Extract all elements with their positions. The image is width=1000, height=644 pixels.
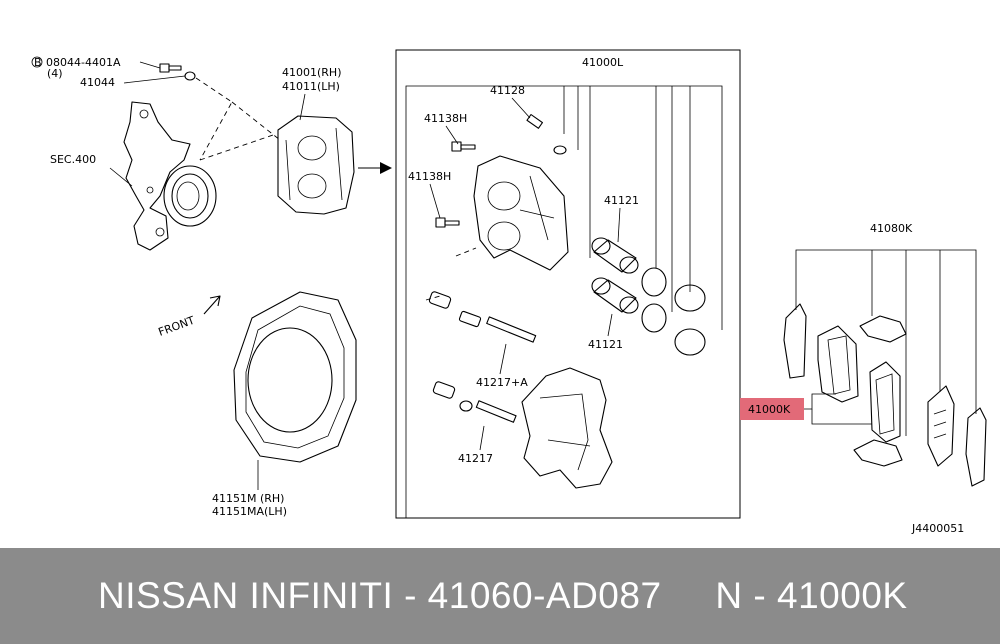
bolt-icon bbox=[159, 63, 182, 73]
footer-bar: NISSAN INFINITI - 41060-AD087 N - 41000K bbox=[0, 548, 1000, 644]
brake-pad-b-icon bbox=[869, 361, 901, 443]
label-bolt-a: 41138H bbox=[424, 112, 467, 125]
label-bolt-qty: (4) bbox=[47, 67, 63, 80]
torque-member-icon bbox=[521, 367, 613, 489]
label-knuckle: SEC.400 bbox=[50, 153, 96, 166]
pad-clip-top-icon bbox=[859, 315, 907, 343]
label-pad-highlight: 41000K bbox=[748, 403, 791, 416]
label-caliper-lh: 41011(LH) bbox=[282, 80, 340, 93]
guide-pin-b-icon bbox=[459, 400, 517, 423]
label-caliper-rh: 41001(RH) bbox=[282, 66, 342, 79]
piston-seal-top-icon bbox=[641, 267, 667, 297]
label-bolt-ref: 08044-4401A bbox=[46, 56, 121, 69]
shim-c-icon bbox=[965, 407, 987, 487]
caliper-icon bbox=[277, 115, 355, 215]
piston-bottom-icon bbox=[591, 277, 639, 314]
label-shield-rh: 41151M (RH) bbox=[212, 492, 284, 505]
diagram-code: J4400051 bbox=[911, 522, 964, 535]
washer-icon bbox=[184, 71, 196, 81]
dust-boot-top-icon bbox=[674, 284, 706, 312]
label-pin-a: 41217+A bbox=[476, 376, 528, 389]
piston-top-icon bbox=[591, 237, 639, 274]
bolt-symbol-icon bbox=[31, 56, 43, 68]
steering-knuckle-icon bbox=[123, 101, 217, 251]
label-bolt-b: 41138H bbox=[408, 170, 451, 183]
label-caliper-assembly: 41000L bbox=[582, 56, 624, 69]
brake-pad-a-icon bbox=[817, 325, 859, 403]
pin-boot-a-icon bbox=[428, 291, 452, 309]
shim-a-icon bbox=[783, 303, 807, 379]
caliper-bolt-top-icon bbox=[451, 141, 476, 152]
caliper-assembly-box bbox=[395, 49, 741, 519]
label-bleeder: 41128 bbox=[490, 84, 525, 97]
label-shield-lh: 41151MA(LH) bbox=[212, 505, 287, 518]
arrowhead-icon bbox=[380, 162, 392, 174]
label-front: FRONT bbox=[157, 314, 197, 339]
dust-boot-bottom-icon bbox=[674, 328, 706, 356]
parts-diagram: B 08044-4401A (4) 41044 SEC.400 41001(RH… bbox=[31, 49, 987, 535]
pad-highlight-box bbox=[740, 398, 804, 420]
label-piston-top: 41121 bbox=[604, 194, 639, 207]
pin-boot-b-icon bbox=[432, 381, 456, 399]
label-pad-kit: 41080K bbox=[870, 222, 913, 235]
label-pin-b: 41217 bbox=[458, 452, 493, 465]
shim-b-icon bbox=[927, 385, 955, 467]
caliper-bolt-bottom-icon bbox=[435, 217, 460, 228]
label-piston-bottom: 41121 bbox=[588, 338, 623, 351]
bolt-symbol-letter: B bbox=[34, 56, 42, 69]
dust-shield-icon bbox=[233, 291, 357, 463]
piston-seal-bottom-icon bbox=[641, 303, 667, 333]
caliper-body-icon bbox=[473, 155, 569, 271]
guide-pin-a-icon bbox=[458, 310, 537, 343]
pad-clip-bottom-icon bbox=[853, 439, 903, 467]
footer-text: NISSAN INFINITI - 41060-AD087 N - 41000K bbox=[98, 575, 908, 616]
front-arrow-icon bbox=[203, 295, 221, 315]
bleeder-screw-icon bbox=[526, 113, 567, 155]
label-washer: 41044 bbox=[80, 76, 115, 89]
